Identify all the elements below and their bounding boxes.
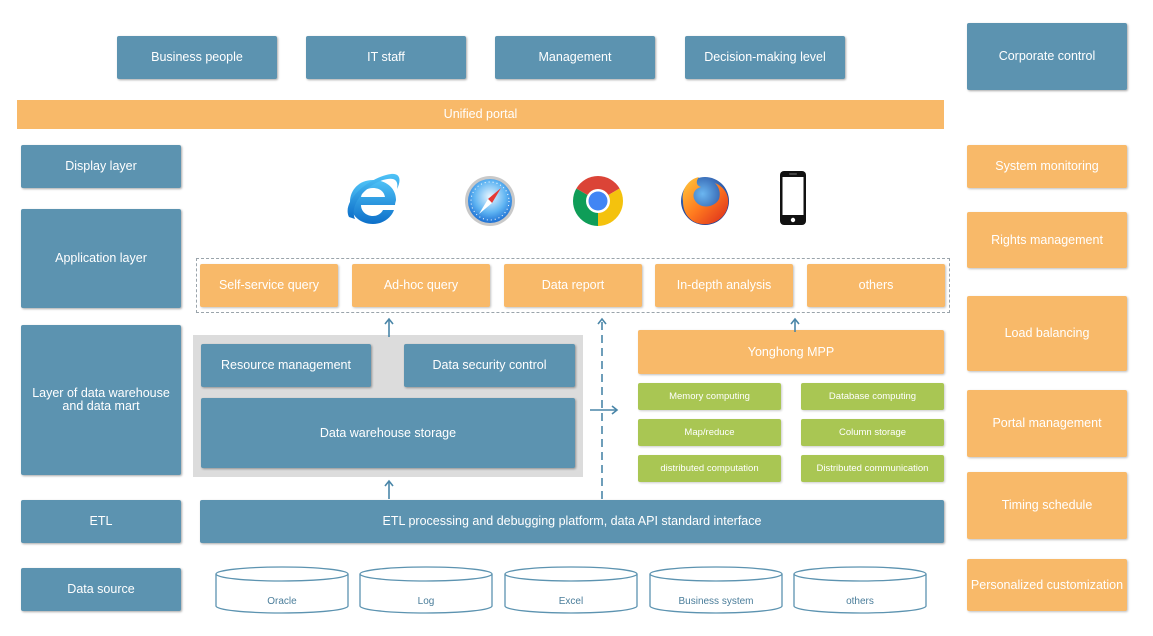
arrow-mpp-to-analysis [790,317,800,332]
mpp-map-reduce: Map/reduce [638,419,781,446]
role-management: Management [495,36,655,79]
source-label: Excel [558,596,584,607]
internet-explorer-icon [347,173,400,224]
display-layer: Display layer [21,145,181,188]
firefox-icon [681,177,729,225]
mpp-database-computing: Database computing [801,383,944,410]
app-self-service-query: Self-service query [200,264,338,307]
unified-portal-bar: Unified portal [17,100,944,129]
rights-management: Rights management [967,212,1127,268]
mpp-memory-computing: Memory computing [638,383,781,410]
role-decision-making-level: Decision-making level [685,36,845,79]
timing-schedule: Timing schedule [967,472,1127,539]
arrow-warehouse-to-apps [384,317,394,337]
role-it-staff: IT staff [306,36,466,79]
database-cylinder-icon [649,566,783,614]
source-business-system: Business system [649,566,783,614]
arrow-etl-to-warehouse [384,479,394,499]
app-others: others [807,264,945,307]
resource-management: Resource management [201,344,371,387]
source-log: Log [359,566,493,614]
arrow-warehouse-to-mpp [590,405,619,415]
database-cylinder-icon [504,566,638,614]
arrow-etl-to-report-dashed [597,317,607,499]
smartphone-icon [780,171,806,225]
database-cylinder-icon [359,566,493,614]
app-ad-hoc-query: Ad-hoc query [352,264,490,307]
etl-layer: ETL [21,500,181,543]
data-warehouse-storage: Data warehouse storage [201,398,575,468]
source-label: Business system [678,596,754,607]
safari-icon [465,176,515,226]
load-balancing: Load balancing [967,296,1127,371]
data-security-control: Data security control [404,344,575,387]
source-label: Oracle [267,596,297,607]
source-excel: Excel [504,566,638,614]
corporate-control: Corporate control [967,23,1127,90]
application-layer: Application layer [21,209,181,308]
database-cylinder-icon [215,566,349,614]
etl-platform: ETL processing and debugging platform, d… [200,500,944,543]
database-cylinder-icon [793,566,927,614]
application-frame [196,258,950,313]
system-monitoring: System monitoring [967,145,1127,188]
yonghong-mpp: Yonghong MPP [638,330,944,374]
source-label: others [846,596,874,607]
data-warehouse-layer: Layer of data warehouse and data mart [21,325,181,475]
app-in-depth-analysis: In-depth analysis [655,264,793,307]
mpp-column-storage: Column storage [801,419,944,446]
source-label: Log [417,596,435,607]
mpp-distributed-communication: Distributed communication [801,455,944,482]
source-others: others [793,566,927,614]
chrome-icon [573,176,623,226]
portal-management: Portal management [967,390,1127,457]
source-oracle: Oracle [215,566,349,614]
data-source-layer: Data source [21,568,181,611]
personalized-customization: Personalized customization [967,559,1127,611]
mpp-distributed-computation: distributed computation [638,455,781,482]
role-business-people: Business people [117,36,277,79]
app-data-report: Data report [504,264,642,307]
